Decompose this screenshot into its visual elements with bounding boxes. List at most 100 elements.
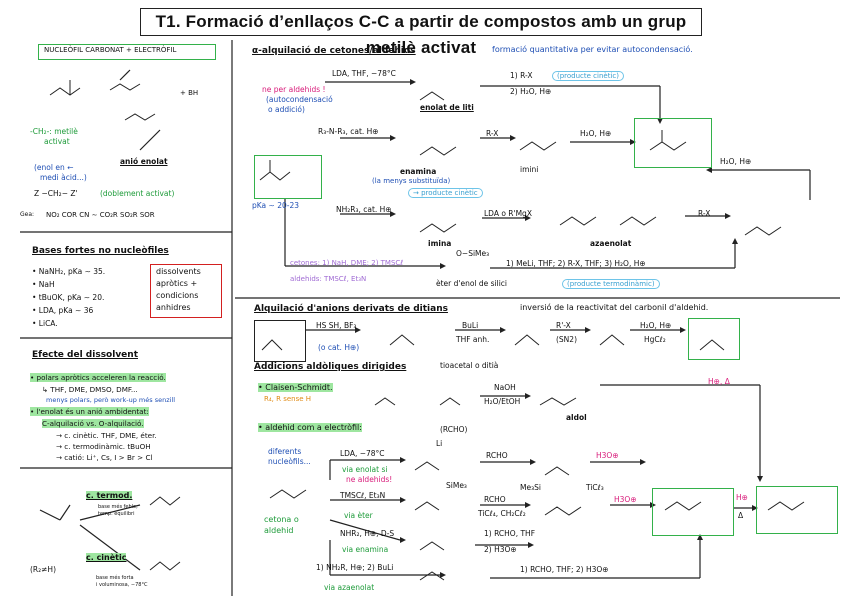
gea-label: Gea:	[20, 211, 35, 218]
efecte-1: • polars apròtics acceleren la reacció.	[30, 373, 166, 382]
formacio-label: formació quantitativa per evitar autocon…	[492, 45, 693, 54]
h3o3-label: 2) H3O⊕	[484, 545, 517, 554]
via-enamina-label: via enamina	[342, 545, 389, 554]
c-termod-text: c. termod.	[86, 491, 133, 500]
aldehyde-box	[254, 320, 306, 362]
delta-label: Δ	[738, 511, 744, 520]
efecte-8: → catió: Li⁺, Cs, I > Br > Cl	[56, 453, 153, 462]
ditia-h2o: H₂O, H⊕	[640, 321, 672, 330]
aldol-label: aldol	[566, 413, 587, 422]
ne-ald-label: ne aldehids!	[346, 475, 393, 484]
r2h-label: (R₂≠H)	[30, 565, 56, 574]
nh2r-aldol-label: 1) NH₂R, H⊕; 2) BuLi	[316, 563, 394, 572]
rcho1-label: RCHO	[486, 451, 508, 460]
tioacetal-label: tioacetal o ditià	[440, 361, 499, 370]
inversio-label: inversió de la reactivitat del carbonil …	[520, 303, 709, 312]
z-line: Z −CH₂− Z'	[34, 189, 78, 198]
base-4: • LDA, pKa ∼ 36	[32, 306, 94, 315]
ticl3-label: TiCℓ₃	[586, 483, 604, 492]
via-aza-label: via azaenolat	[324, 583, 375, 592]
rcho-label: (RCHO)	[440, 425, 468, 434]
diferents-1: diferents	[268, 447, 302, 456]
dissolvents-2: apròtics +	[156, 279, 198, 288]
naoh-label: NaOH	[494, 383, 516, 392]
h2oetoh-label: H₂O/EtOH	[484, 397, 521, 406]
cetones-label: cetones: 1) NaH, DME; 2) TMSCℓ	[290, 259, 404, 267]
start-ketone-box	[254, 155, 322, 199]
base-5: • LiCA.	[32, 319, 58, 328]
efecte-6: → c. cinètic. THF, DME, éter.	[56, 431, 157, 440]
ditia-rx: R'-X	[556, 321, 571, 330]
enol-label: (enol en ←	[34, 163, 74, 172]
ticl-label: TiCℓ₄, CH₂Cℓ₂	[478, 509, 526, 518]
imina-label: imina	[428, 239, 452, 248]
cetona-1: cetona o	[264, 515, 299, 524]
aldol-title: Addicions aldòliques dirigides	[254, 362, 407, 372]
termod-sub-1: base més feble,	[98, 504, 138, 510]
enolat-liti-label: enolat de liti	[420, 103, 474, 112]
li-label: Li	[436, 439, 443, 448]
eter-label: èter d'enol de silici	[436, 279, 508, 288]
groups-label: NO₂ COR CN ∼ CO₂R SO₂R SOR	[46, 211, 155, 219]
cinetic-sub-1: base més forta	[96, 575, 134, 581]
efecte-3: menys polars, però work-up més senzill	[46, 396, 176, 404]
me3si-label: Me₃Si	[520, 483, 541, 492]
ald-elec-label: • aldehid com a electròfil:	[258, 423, 362, 433]
base-2: • NaH	[32, 280, 55, 289]
via-eter-label: via èter	[344, 511, 373, 520]
ketone-product-box	[634, 118, 712, 168]
tmscl-label: TMSCℓ, Et₃N	[340, 491, 386, 500]
rx-label: R-X	[486, 129, 499, 138]
h3o1-label: H3O⊕	[596, 451, 619, 460]
rcho4-label: 1) RCHO, THF; 2) H3O⊕	[520, 565, 609, 574]
rcho2-label: RCHO	[484, 495, 506, 504]
ditia-title: Alquilació d'anions derivats de ditians	[254, 304, 448, 314]
dissolvents-box	[150, 264, 222, 318]
hdelta-label: H⊕, Δ	[708, 377, 730, 386]
h2o2-label: H₂O, H⊕	[720, 157, 752, 166]
rsense-label: R₄, R sense H	[264, 395, 312, 403]
efecte-5: C-alquilació vs. O-alquilació.	[42, 419, 144, 428]
efecte-2: ↳ THF, DME, DMSO, DMF...	[42, 385, 138, 394]
hdelta2-label: H⊕	[736, 493, 748, 502]
metile-label: -CH₂-: metilè	[30, 127, 78, 136]
nucleophile-label: NUCLEÒFIL CARBONAT + ELECTRÒFIL	[44, 46, 177, 54]
c-cinetic-text: c. cinètic	[86, 553, 127, 562]
lda-label: LDA, THF, −78°C	[332, 69, 396, 78]
cetona-2: aldehid	[264, 526, 294, 535]
lda-r-label: LDA o R'MgX	[484, 209, 532, 218]
autocond-label: (autocondensació	[266, 95, 333, 104]
azaenolat-label: azaenolat	[590, 239, 632, 248]
termod-sub-2: temp. equilibri	[98, 511, 135, 517]
rx2-label: R-X	[698, 209, 711, 218]
metile-label-2: activat	[44, 137, 70, 146]
anio-enolat-label: anió enolat	[120, 157, 168, 166]
o-addicio-label: o addició)	[268, 105, 305, 114]
hgcl-label: HgCℓ₂	[644, 335, 666, 344]
efecte-7: → c. termodinàmic. tBuOH	[56, 442, 151, 451]
efecte-5-text: C-alquilació vs. O-alquilació.	[42, 419, 144, 428]
ald-elec-text: • aldehid com a electròfil:	[258, 423, 362, 432]
prod-termo-pill: (producte termodinàmic)	[562, 279, 660, 289]
page-title: T1. Formació d’enllaços C-C a partir de …	[140, 8, 702, 57]
amine-label: R₃-N-R₃, cat. H⊕	[318, 127, 379, 136]
dissolvents-4: anhidres	[156, 303, 191, 312]
diferents-2: nucleòfils...	[268, 457, 311, 466]
ditia-reag1: HS SH, BF₃	[316, 321, 357, 330]
claisen-label: • Claisen-Schmidt.	[258, 383, 333, 393]
nucleophile-box	[38, 44, 216, 60]
tmsteps-label: 1) MeLi, THF; 2) R-X, THF; 3) H₂O, H⊕	[506, 259, 646, 268]
osime-label: O−SiMe₃	[456, 249, 490, 258]
prod-cinetic-pill: (producte cinètic)	[552, 71, 624, 81]
via-enolat-label: via enolat si	[342, 465, 388, 474]
bh-label: + BH	[180, 89, 199, 97]
base-1: • NaNH₂, pKa ∼ 35.	[32, 267, 106, 276]
ketone-product-ditia-box	[688, 318, 740, 360]
bases-title: Bases fortes no nucleòfiles	[32, 246, 169, 256]
claisen-text: • Claisen-Schmidt.	[258, 383, 333, 392]
ditia-cat: (o cat. H⊕)	[318, 343, 360, 352]
rcho3-label: 1) RCHO, THF	[484, 529, 536, 538]
pka-label: pKa ∼ 20-23	[252, 201, 299, 210]
lda-aldol-label: LDA, −78°C	[340, 449, 385, 458]
